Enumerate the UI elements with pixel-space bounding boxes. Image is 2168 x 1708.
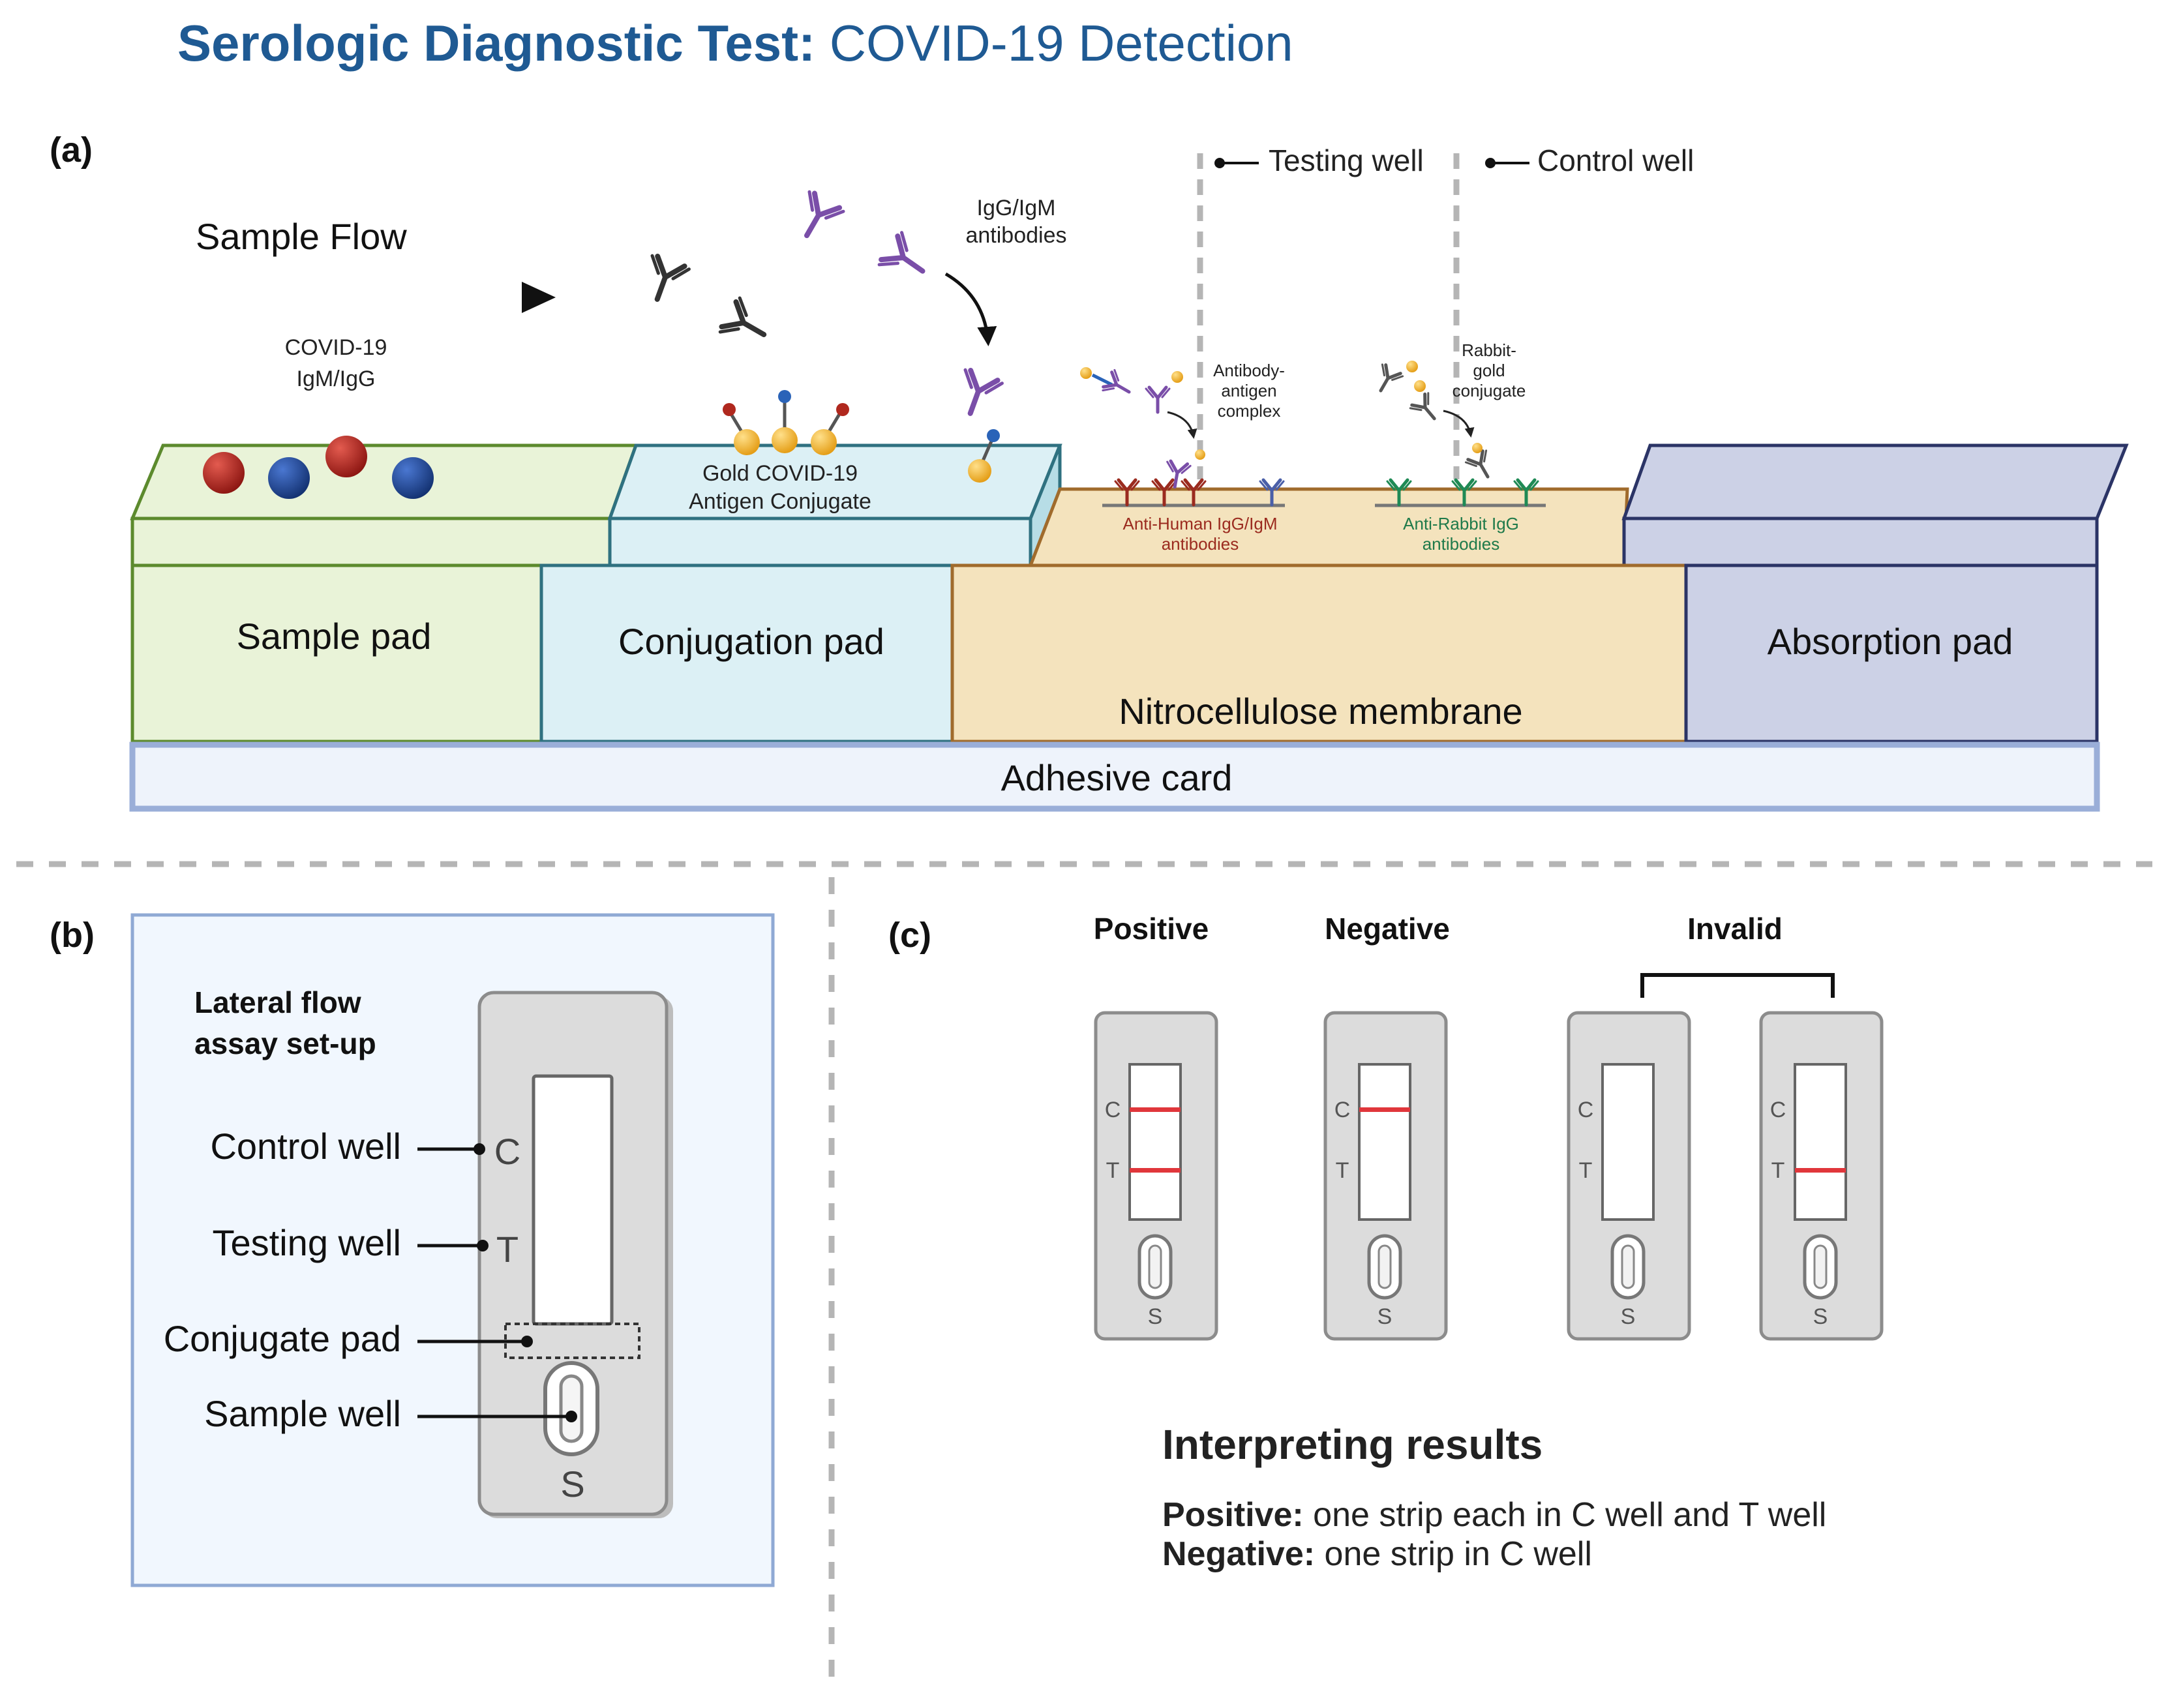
result-window: [532, 1074, 614, 1326]
ab-ag-label-2: antigen: [1221, 381, 1276, 400]
negative-rule-text: one strip in C well: [1315, 1535, 1592, 1573]
panel-b-label: (b): [50, 916, 95, 955]
gold-bound-antigen-icon: [968, 429, 1000, 483]
bound-antibody-icon: [952, 368, 1002, 420]
absorption-pad-top: [1621, 443, 2129, 520]
positive-rule: Positive: one strip each in C well and T…: [1162, 1496, 1826, 1534]
ab-ag-label-3: complex: [1218, 401, 1281, 421]
red-antibody-ball: [325, 436, 367, 477]
test-line: [1795, 1168, 1846, 1173]
positive-rule-text: one strip each in C well and T well: [1304, 1496, 1827, 1534]
s-label: S: [1813, 1304, 1828, 1329]
interpreting-heading: Interpreting results: [1162, 1421, 1543, 1468]
rabbit-label-3: conjugate: [1453, 381, 1526, 400]
anti-rabbit-label-2: antibodies: [1423, 534, 1500, 554]
s-label: S: [1621, 1304, 1636, 1329]
gold-conjugate-label-1: Gold COVID-19: [702, 461, 858, 486]
title-bold: Serologic Diagnostic Test:: [177, 14, 815, 72]
panel-c-label: (c): [888, 916, 931, 955]
t-label: T: [1771, 1158, 1785, 1183]
igg-igm-label-1: IgG/IgM: [977, 196, 1056, 220]
positive-heading: Positive: [1094, 912, 1209, 946]
rabbit-label-2: gold: [1473, 361, 1505, 380]
anti-human-label-2: antibodies: [1162, 534, 1239, 554]
gold-conjugate-label-2: Antigen Conjugate: [689, 489, 871, 514]
blue-antibody-ball: [392, 457, 434, 499]
positive-rule-bold: Positive:: [1162, 1496, 1304, 1534]
conjugate-pad-outline: [504, 1323, 640, 1359]
cassette-s-label: S: [560, 1463, 584, 1505]
sample-flow-label: Sample Flow: [196, 216, 407, 257]
negative-heading: Negative: [1325, 912, 1450, 946]
t-label: T: [1336, 1158, 1349, 1183]
covid-antibodies-label-1: COVID-19: [285, 335, 387, 360]
t-label: T: [1106, 1158, 1120, 1183]
control-line: [1130, 1107, 1181, 1112]
conjugate-pad-callout: Conjugate pad: [164, 1318, 401, 1359]
test-line: [1130, 1168, 1181, 1173]
c-label: C: [1105, 1098, 1121, 1122]
cassette-c-label: C: [494, 1131, 520, 1172]
covid-antibodies-label-2: IgM/IgG: [297, 367, 376, 391]
igg-antibody-icon: [790, 190, 844, 245]
rabbit-gold-conjugate-icon: [1370, 361, 1443, 426]
figure-title: Serologic Diagnostic Test: COVID-19 Dete…: [177, 14, 1293, 72]
c-label: C: [1578, 1098, 1594, 1122]
testing-well-callout: Testing well: [213, 1222, 401, 1263]
s-label: S: [1148, 1304, 1163, 1329]
negative-cassette: C T S: [1323, 1011, 1448, 1341]
gold-antigen-conjugate-icon: [723, 390, 849, 455]
title-rest: COVID-19 Detection: [815, 14, 1293, 72]
rabbit-label-1: Rabbit-: [1462, 340, 1516, 360]
igg-igm-label-2: antibodies: [965, 223, 1066, 248]
igg-antibody-icon: [878, 232, 933, 288]
nitrocellulose-label: Nitrocellulose membrane: [1119, 691, 1522, 732]
binding-arrow: [944, 272, 997, 346]
control-well-callout: Control well: [210, 1126, 401, 1167]
conjugation-pad-side: [608, 517, 1032, 567]
panel-a-label: (a): [50, 130, 93, 170]
free-antibody-icon: [719, 297, 774, 352]
nitrocellulose-top: [1028, 487, 1629, 567]
ab-ag-label-1: Antibody-: [1213, 361, 1285, 380]
red-antibody-ball: [203, 452, 245, 494]
control-line: [1359, 1107, 1410, 1112]
anti-human-label-1: Anti-Human IgG/IgM: [1123, 514, 1278, 533]
sample-pad: [130, 563, 543, 743]
t-label: T: [1579, 1158, 1593, 1183]
positive-cassette: C T S: [1094, 1011, 1218, 1341]
control-well-label: Control well: [1537, 143, 1694, 177]
absorption-pad: [1684, 563, 2099, 743]
s-label: S: [1378, 1304, 1393, 1329]
nitrocellulose-membrane: [950, 563, 1688, 743]
negative-rule-bold: Negative:: [1162, 1535, 1315, 1573]
c-label: C: [1334, 1098, 1351, 1122]
anti-rabbit-label-1: Anti-Rabbit IgG: [1403, 514, 1519, 533]
absorption-pad-side: [1622, 517, 2099, 567]
antibody-antigen-complex-icon: [1080, 367, 1183, 412]
conjugation-pad-label: Conjugation pad: [618, 621, 884, 662]
captured-rabbit-icon: [1465, 449, 1498, 483]
lfa-heading-1: Lateral flow: [194, 985, 361, 1019]
sample-flow-arrowhead: [522, 282, 556, 313]
negative-rule: Negative: one strip in C well: [1162, 1535, 1592, 1573]
lfa-heading-2: assay set-up: [194, 1026, 376, 1060]
adhesive-card-label: Adhesive card: [1001, 757, 1233, 798]
conjugation-pad: [539, 563, 954, 743]
adhesive-card: [129, 742, 2100, 812]
sample-pad-side: [130, 517, 612, 567]
testing-well-label: Testing well: [1269, 143, 1424, 177]
sample-well-callout: Sample well: [204, 1393, 401, 1434]
blue-antibody-ball: [268, 457, 310, 499]
invalid-cassette-no-lines: C T S: [1567, 1011, 1691, 1341]
absorption-pad-label: Absorption pad: [1768, 621, 2013, 662]
free-antibody-icon: [639, 254, 689, 306]
invalid-bracket: [1640, 973, 1835, 998]
invalid-cassette-test-only: C T S: [1759, 1011, 1884, 1341]
c-label: C: [1770, 1098, 1786, 1122]
sample-pad-label: Sample pad: [237, 616, 432, 657]
cassette-t-label: T: [496, 1229, 519, 1270]
invalid-heading: Invalid: [1687, 912, 1783, 946]
